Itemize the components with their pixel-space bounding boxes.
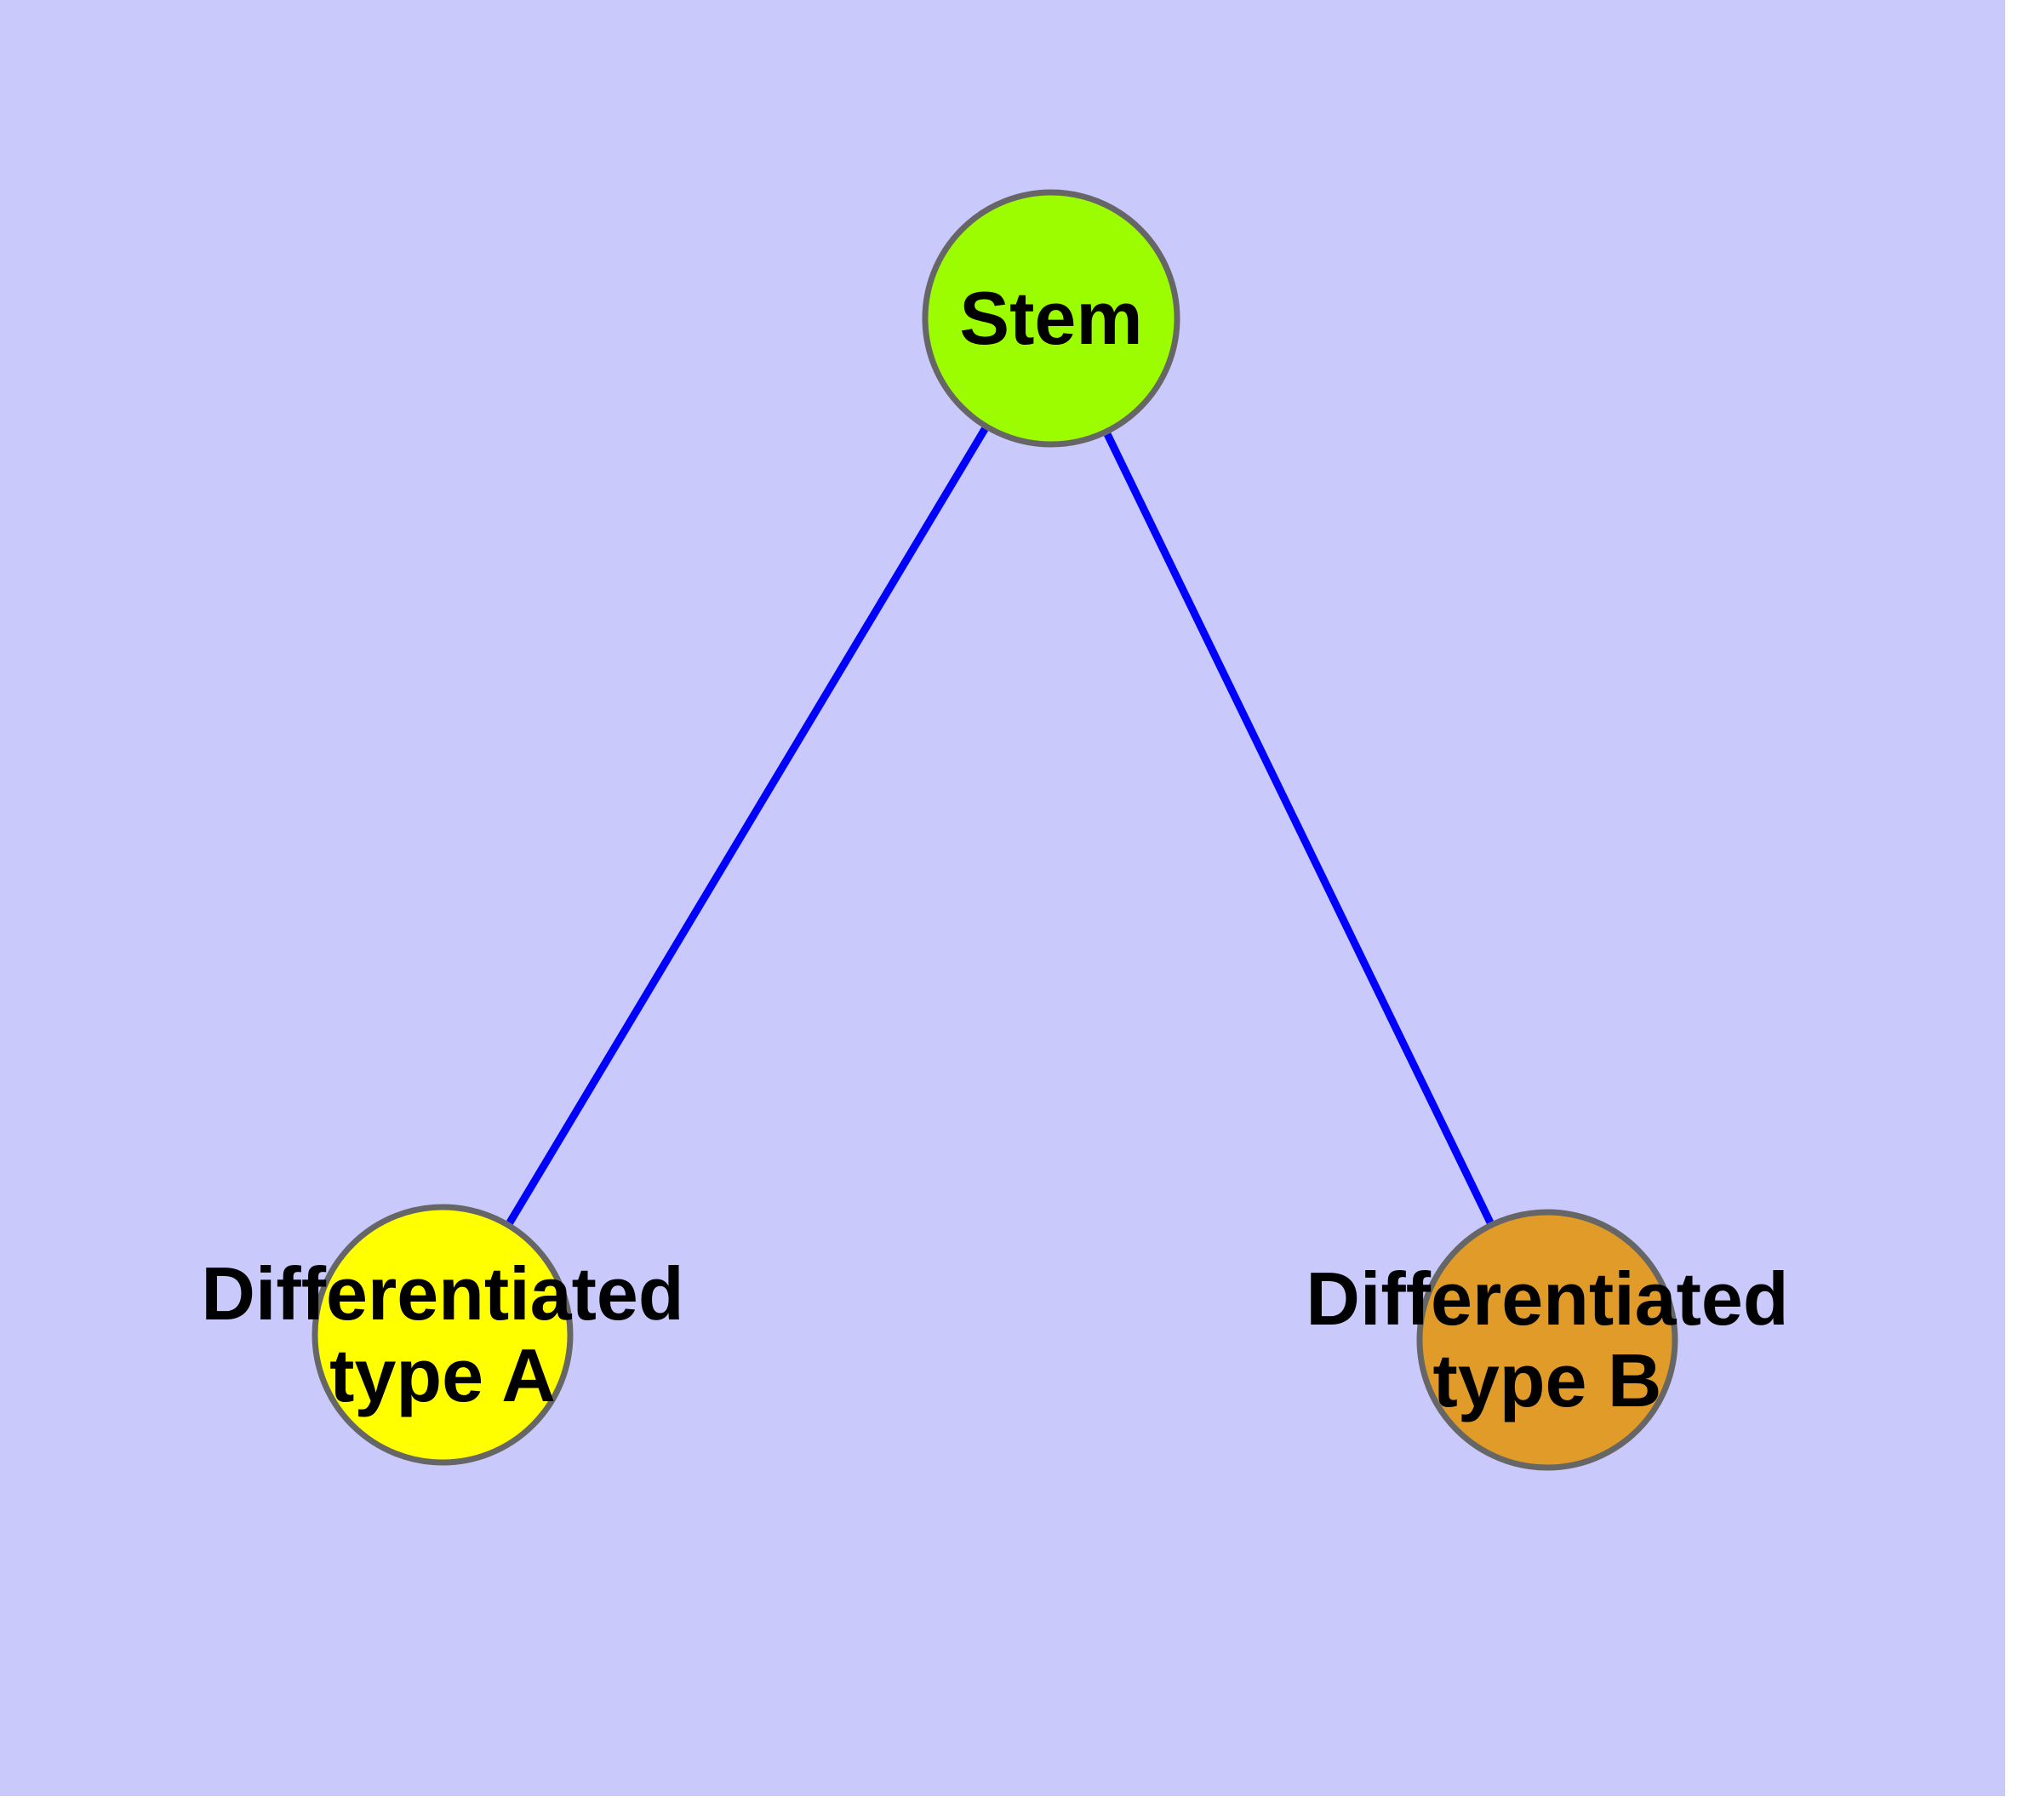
node-label-line: type B (1433, 1338, 1662, 1422)
node-diff_b[interactable] (1416, 1209, 1678, 1471)
nodes-layer (311, 189, 1678, 1471)
node-label-line: Stem (959, 276, 1142, 360)
node-stem[interactable] (922, 189, 1180, 448)
node-label-line: Differentiated (1306, 1256, 1788, 1341)
edges-layer (506, 426, 1494, 1225)
node-diff_a[interactable] (311, 1204, 574, 1466)
edge-stem-diff-a[interactable] (506, 426, 989, 1225)
node-label-line: type A (329, 1333, 556, 1417)
edge-stem-diff-b[interactable] (1104, 432, 1494, 1224)
node-label-line: Differentiated (201, 1251, 683, 1336)
node-label-stem: Stem (959, 276, 1142, 360)
